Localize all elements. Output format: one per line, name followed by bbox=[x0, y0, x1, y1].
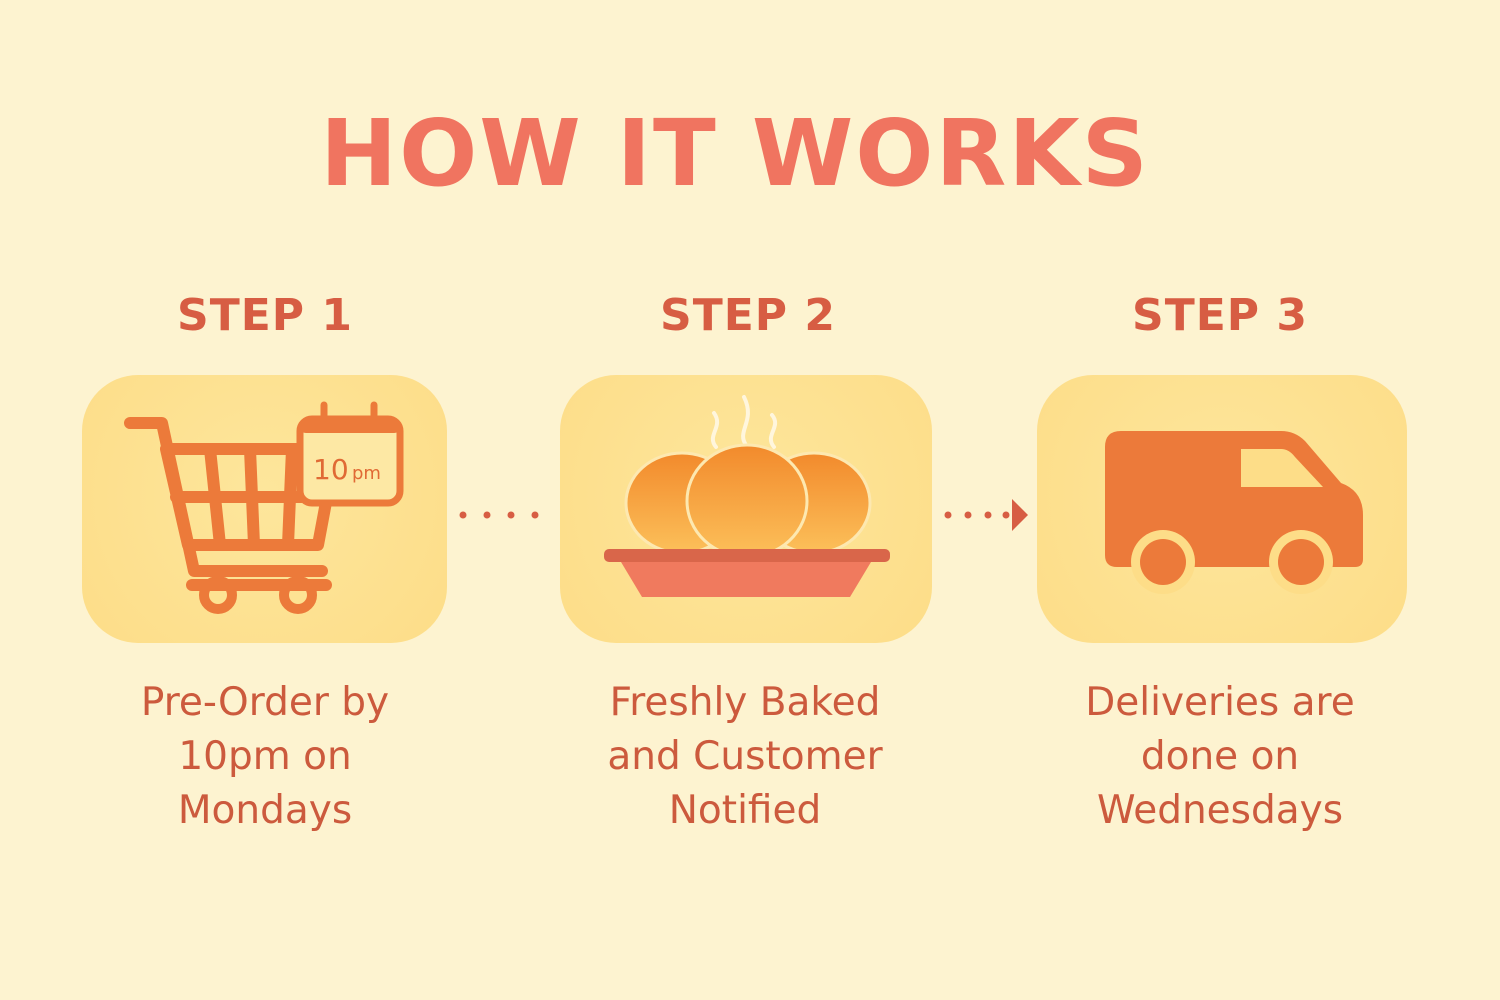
page-title: HOW IT WORKS bbox=[320, 100, 1150, 207]
step-2-label: STEP 2 bbox=[660, 290, 836, 341]
step-3-description-line: Deliveries are bbox=[1085, 680, 1355, 725]
step-1-description: Pre-Order by 10pm on Mondays bbox=[75, 676, 455, 838]
dotted-connector bbox=[459, 511, 539, 519]
calendar-unit: pm bbox=[352, 463, 381, 484]
step-3-tile bbox=[1037, 375, 1407, 643]
step-2-description-line: Freshly Baked bbox=[609, 680, 881, 725]
step-2-description-line: and Customer bbox=[607, 734, 883, 779]
step-3-description-line: Wednesdays bbox=[1096, 788, 1344, 833]
step-1-description-line: Mondays bbox=[177, 788, 353, 833]
step-2-tile bbox=[560, 375, 932, 643]
step-2-description: Freshly Baked and Customer Notified bbox=[555, 676, 935, 838]
baked-buns-tray-icon bbox=[604, 395, 890, 597]
steam-icon bbox=[710, 395, 778, 449]
calendar-time: 10 bbox=[313, 453, 349, 486]
delivery-van-icon bbox=[1105, 431, 1363, 594]
dotted-arrow-connector bbox=[944, 499, 1028, 531]
shopping-cart-calendar-icon: 10 pm bbox=[124, 401, 404, 614]
arrow-right-icon bbox=[1012, 499, 1028, 531]
step-1-tile: 10 pm bbox=[82, 375, 447, 643]
step-2-description-line: Notified bbox=[668, 788, 822, 833]
step-1-description-line: Pre-Order by bbox=[140, 680, 390, 725]
step-3-label: STEP 3 bbox=[1132, 290, 1308, 341]
step-3-description-line: done on bbox=[1140, 734, 1300, 779]
step-3-description: Deliveries are done on Wednesdays bbox=[1030, 676, 1410, 838]
step-1-description-line: 10pm on bbox=[178, 734, 352, 779]
step-1-label: STEP 1 bbox=[177, 290, 353, 341]
